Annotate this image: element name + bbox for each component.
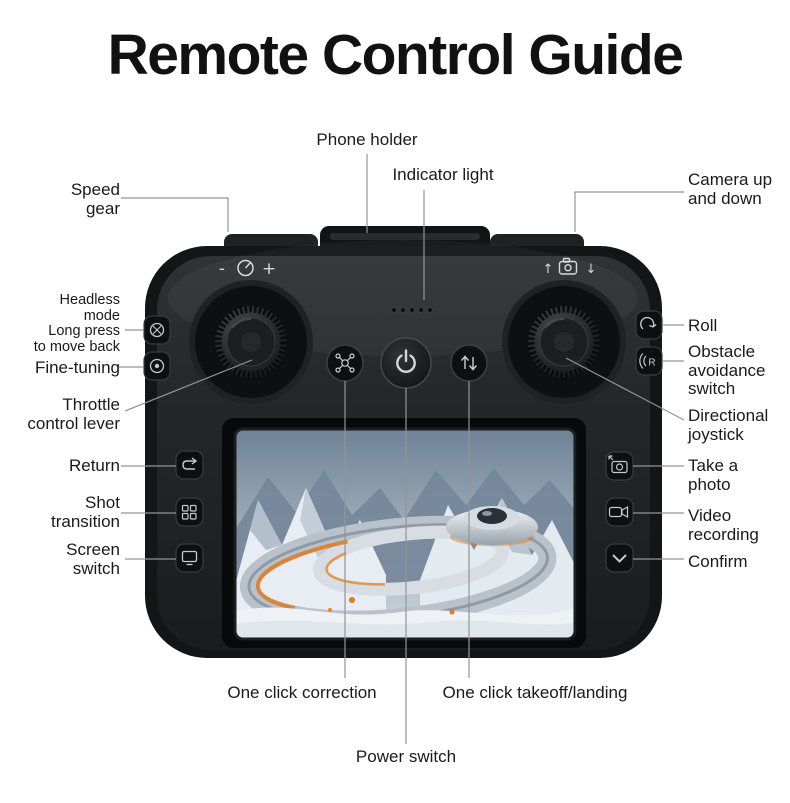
label-power-switch: Power switch	[355, 747, 457, 766]
line-camera-up-down	[574, 191, 684, 232]
screen-frame	[233, 427, 577, 641]
take-photo-button	[605, 451, 634, 481]
shot-transition-button	[175, 497, 204, 527]
label-camera-up-down: Camera up and down	[688, 170, 773, 208]
camera-markings: ↑ ↓	[543, 257, 597, 277]
speed-gear-markings: - +	[219, 259, 276, 279]
camera-down-arrow: ↓	[586, 262, 597, 277]
take-photo-icon	[608, 455, 628, 474]
screen-switch-button	[175, 543, 204, 573]
video-recording-icon	[608, 505, 629, 519]
shot-transition-icon	[181, 504, 197, 520]
video-recording-button	[605, 497, 634, 527]
one-click-correction-icon	[335, 353, 355, 373]
label-headless-mode: Headless mode Long press to move back	[33, 292, 120, 355]
camera-up-arrow: ↑	[543, 262, 554, 277]
label-speed-gear: Speed gear	[70, 180, 120, 218]
right-joystick	[502, 280, 626, 404]
takeoff-landing-button	[450, 344, 488, 382]
label-take-a-photo: Take a photo	[688, 456, 739, 494]
return-button	[175, 450, 204, 480]
label-confirm: Confirm	[688, 552, 748, 571]
screen-switch-icon	[181, 550, 198, 566]
roll-icon	[640, 316, 657, 330]
speed-gauge-icon	[237, 259, 254, 277]
power-icon	[396, 349, 416, 373]
label-one-click-takeoff-landing: One click takeoff/landing	[442, 683, 628, 702]
screen-image	[235, 429, 575, 639]
label-throttle-control: Throttle control lever	[27, 395, 120, 433]
fine-tuning-icon	[149, 358, 165, 374]
camera-icon	[558, 257, 578, 275]
remote-controller: - + ↑ ↓	[143, 226, 663, 658]
one-click-correction-button	[326, 344, 364, 382]
page-title: Remote Control Guide	[107, 23, 684, 87]
return-icon	[182, 457, 198, 470]
label-screen-switch: Screen switch	[66, 540, 120, 578]
left-joystick	[189, 280, 313, 404]
obstacle-r-label: R	[648, 358, 655, 369]
fine-tuning-button	[143, 351, 171, 381]
callout-lines	[119, 154, 685, 744]
confirm-icon	[612, 554, 627, 563]
label-roll: Roll	[688, 316, 718, 335]
takeoff-landing-icon	[460, 355, 478, 371]
label-obstacle-avoidance: Obstacle avoidance switch	[688, 342, 766, 399]
confirm-button	[605, 543, 634, 573]
label-one-click-correction: One click correction	[227, 683, 377, 702]
line-directional	[565, 357, 685, 421]
label-video-recording: Video recording	[688, 506, 759, 544]
power-button	[380, 337, 432, 389]
roll-button	[635, 310, 663, 340]
label-indicator-light: Indicator light	[392, 165, 494, 184]
label-directional-joystick: Directional joystick	[688, 406, 769, 444]
label-shot-transition: Shot transition	[51, 493, 120, 531]
line-speed-gear	[121, 197, 229, 232]
indicator-lights	[391, 307, 433, 313]
headless-mode-button	[143, 315, 171, 345]
label-return: Return	[68, 456, 120, 475]
speed-plus-label: +	[262, 259, 276, 279]
label-fine-tuning: Fine-tuning	[34, 358, 120, 377]
speed-minus-label: -	[219, 259, 225, 279]
obstacle-avoidance-button: R	[635, 346, 663, 376]
line-throttle	[124, 359, 253, 412]
label-phone-holder: Phone holder	[316, 130, 418, 149]
headless-mode-icon	[149, 322, 165, 338]
obstacle-avoidance-icon: R	[639, 353, 656, 369]
